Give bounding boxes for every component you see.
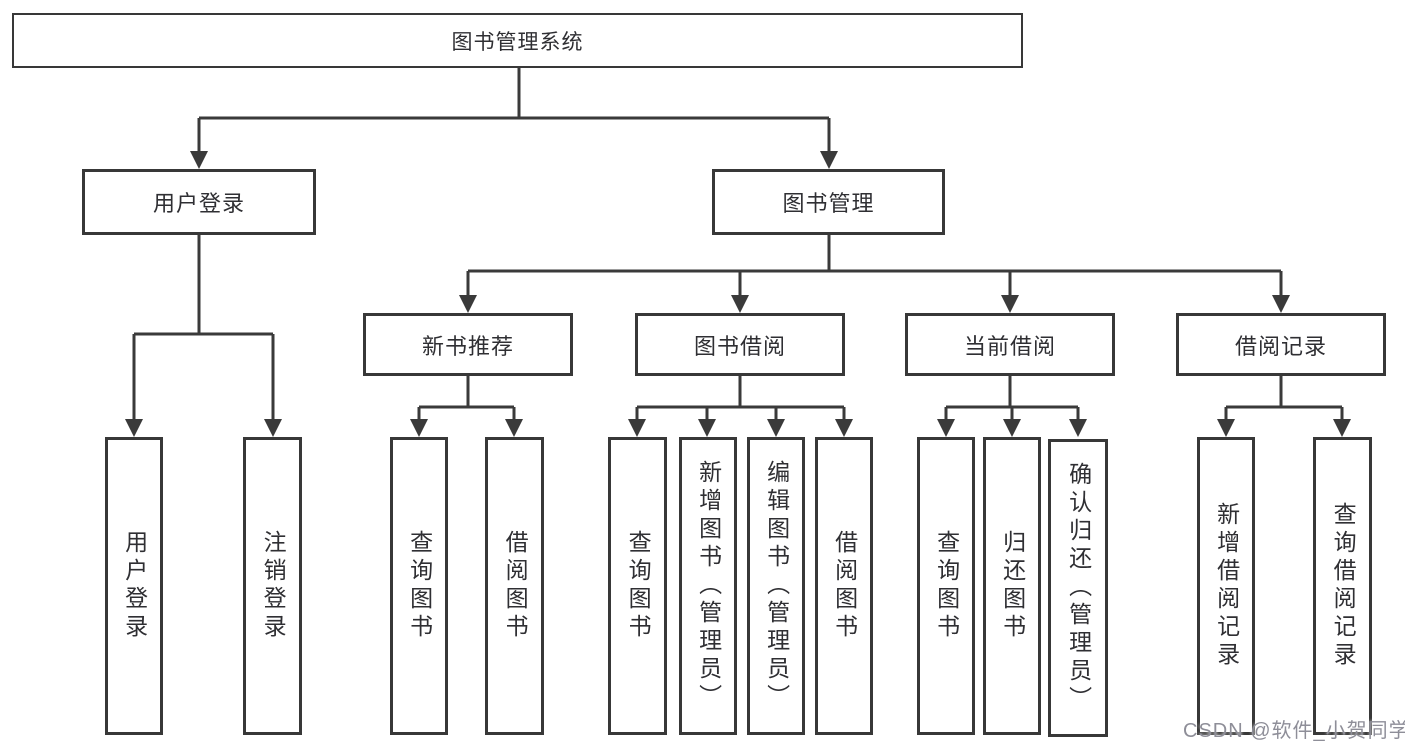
edges-borrow-records [1217,376,1351,437]
arrowhead-icon [628,419,646,437]
arrowhead-icon [767,419,785,437]
edge-line [1224,376,1344,420]
node-borrow-records-label: 借阅记录 [1234,333,1327,359]
leaf-borrow-book-2-label: 借阅图书 [831,530,858,642]
edge-line [944,376,1080,420]
edge-line [635,376,846,420]
edge-line [197,68,831,152]
edge-line [132,235,275,420]
leaf-query-book-2: 查询图书 [608,437,667,735]
node-user-login: 用户登录 [82,169,316,235]
node-user-login-label: 用户登录 [152,191,245,216]
leaf-add-borrow-record-label: 新增借阅记录 [1213,502,1240,670]
arrowhead-icon [190,151,208,169]
node-book-management-label: 图书管理 [782,191,875,216]
node-book-borrowing: 图书借阅 [635,313,845,376]
leaf-query-book-1: 查询图书 [390,437,448,735]
arrowhead-icon [125,419,143,437]
leaf-add-book-admin-label: 新增图书（管理员） [695,460,722,712]
node-library-system: 图书管理系统 [12,13,1023,68]
arrowhead-icon [1069,419,1087,437]
edges-book-management [459,235,1290,313]
leaf-edit-book-admin-label: 编辑图书（管理员） [763,460,790,712]
arrowhead-icon [820,151,838,169]
leaf-query-book-3-label: 查询图书 [933,530,960,642]
arrowhead-icon [1217,419,1235,437]
arrowhead-icon [410,419,428,437]
edges-current-borrowing [937,376,1087,437]
leaf-query-book-2-label: 查询图书 [625,530,652,642]
node-book-management: 图书管理 [712,169,945,235]
edges-user-login [125,235,282,437]
edges-book-borrowing [628,376,853,437]
arrowhead-icon [1272,295,1290,313]
leaf-edit-book-admin: 编辑图书（管理员） [747,437,805,735]
leaf-borrow-book-2: 借阅图书 [815,437,873,735]
leaf-user-login-label: 用户登录 [121,530,148,642]
csdn-watermark: CSDN @软件_小贺同学 [1183,720,1405,742]
edge-line [466,235,1283,296]
node-new-book-recommend-label: 新书推荐 [421,333,514,359]
leaf-add-book-admin: 新增图书（管理员） [679,437,737,735]
edges-root [190,68,838,169]
node-new-book-recommend: 新书推荐 [363,313,573,376]
arrowhead-icon [731,295,749,313]
node-current-borrowing: 当前借阅 [905,313,1115,376]
leaf-user-login: 用户登录 [105,437,163,735]
leaf-query-book-3: 查询图书 [917,437,975,735]
edge-line [417,376,516,420]
leaf-logout-label: 注销登录 [260,530,287,642]
leaf-borrow-book-1: 借阅图书 [485,437,544,735]
leaf-add-borrow-record: 新增借阅记录 [1197,437,1255,735]
leaf-query-borrow-record: 查询借阅记录 [1313,437,1372,735]
arrowhead-icon [937,419,955,437]
node-library-system-label: 图书管理系统 [451,30,584,54]
arrowhead-icon [1333,419,1351,437]
node-borrow-records: 借阅记录 [1176,313,1386,376]
arrowhead-icon [835,419,853,437]
leaf-borrow-book-1-label: 借阅图书 [502,530,529,642]
leaf-return-book: 归还图书 [983,437,1041,735]
edges-new-book-recommend [410,376,523,437]
leaf-logout: 注销登录 [243,437,302,735]
leaf-return-book-label: 归还图书 [999,530,1026,642]
leaf-confirm-return-admin-label: 确认归还（管理员） [1065,462,1092,714]
leaf-query-borrow-record-label: 查询借阅记录 [1330,502,1357,670]
arrowhead-icon [264,419,282,437]
node-current-borrowing-label: 当前借阅 [963,333,1056,359]
leaf-confirm-return-admin: 确认归还（管理员） [1048,439,1108,737]
leaf-query-book-1-label: 查询图书 [406,530,433,642]
arrowhead-icon [1003,419,1021,437]
arrowhead-icon [698,419,716,437]
arrowhead-icon [505,419,523,437]
arrowhead-icon [1001,295,1019,313]
node-book-borrowing-label: 图书借阅 [693,333,786,359]
arrowhead-icon [459,295,477,313]
